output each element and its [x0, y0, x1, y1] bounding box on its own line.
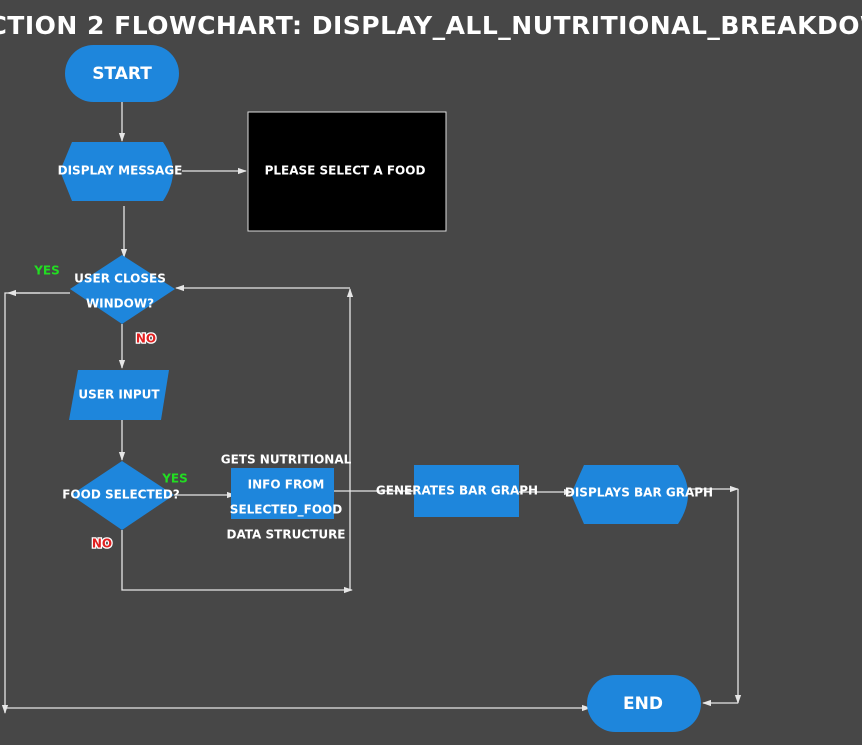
closes-no-label: NO: [136, 332, 156, 346]
start-label: START: [92, 64, 152, 84]
displays-node: DISPLAYS BAR GRAPH: [565, 465, 713, 524]
gets-info-line4: DATA STRUCTURE: [226, 528, 345, 542]
user-input-label: USER INPUT: [78, 388, 160, 402]
generates-node: GENERATES BAR GRAPH: [376, 465, 538, 517]
gets-info-line3: SELECTED_FOOD: [230, 503, 342, 518]
food-selected-label: FOOD SELECTED?: [62, 488, 180, 502]
user-closes-line2: WINDOW?: [86, 297, 154, 311]
end-label: END: [623, 694, 663, 714]
food-selected-decision: FOOD SELECTED?: [62, 461, 180, 530]
display-message-node: DISPLAY MESSAGE: [58, 142, 183, 201]
gets-info-line1: GETS NUTRITIONAL: [221, 453, 352, 467]
generates-label: GENERATES BAR GRAPH: [376, 484, 538, 498]
edge-selected-no-loop: [121, 530, 353, 594]
user-closes-line1: USER CLOSES: [74, 272, 166, 286]
message-window-text: PLEASE SELECT A FOOD: [265, 164, 426, 178]
selected-no-label: NO: [92, 537, 112, 551]
user-closes-decision: USER CLOSES WINDOW?: [70, 255, 175, 324]
start-terminal: START: [65, 45, 179, 102]
display-message-label: DISPLAY MESSAGE: [58, 164, 183, 178]
gets-info-node: GETS NUTRITIONAL INFO FROM SELECTED_FOOD…: [221, 453, 352, 542]
closes-yes-label: YES: [33, 264, 60, 278]
page-title: FUNCTION 2 FLOWCHART: DISPLAY_ALL_NUTRIT…: [0, 11, 862, 40]
displays-label: DISPLAYS BAR GRAPH: [565, 486, 713, 500]
user-input-node: USER INPUT: [69, 370, 169, 420]
message-window: PLEASE SELECT A FOOD: [247, 111, 447, 232]
connectors: [1, 101, 742, 714]
selected-yes-label: YES: [161, 472, 188, 486]
end-terminal: END: [587, 675, 701, 732]
gets-info-line2: INFO FROM: [248, 478, 325, 492]
